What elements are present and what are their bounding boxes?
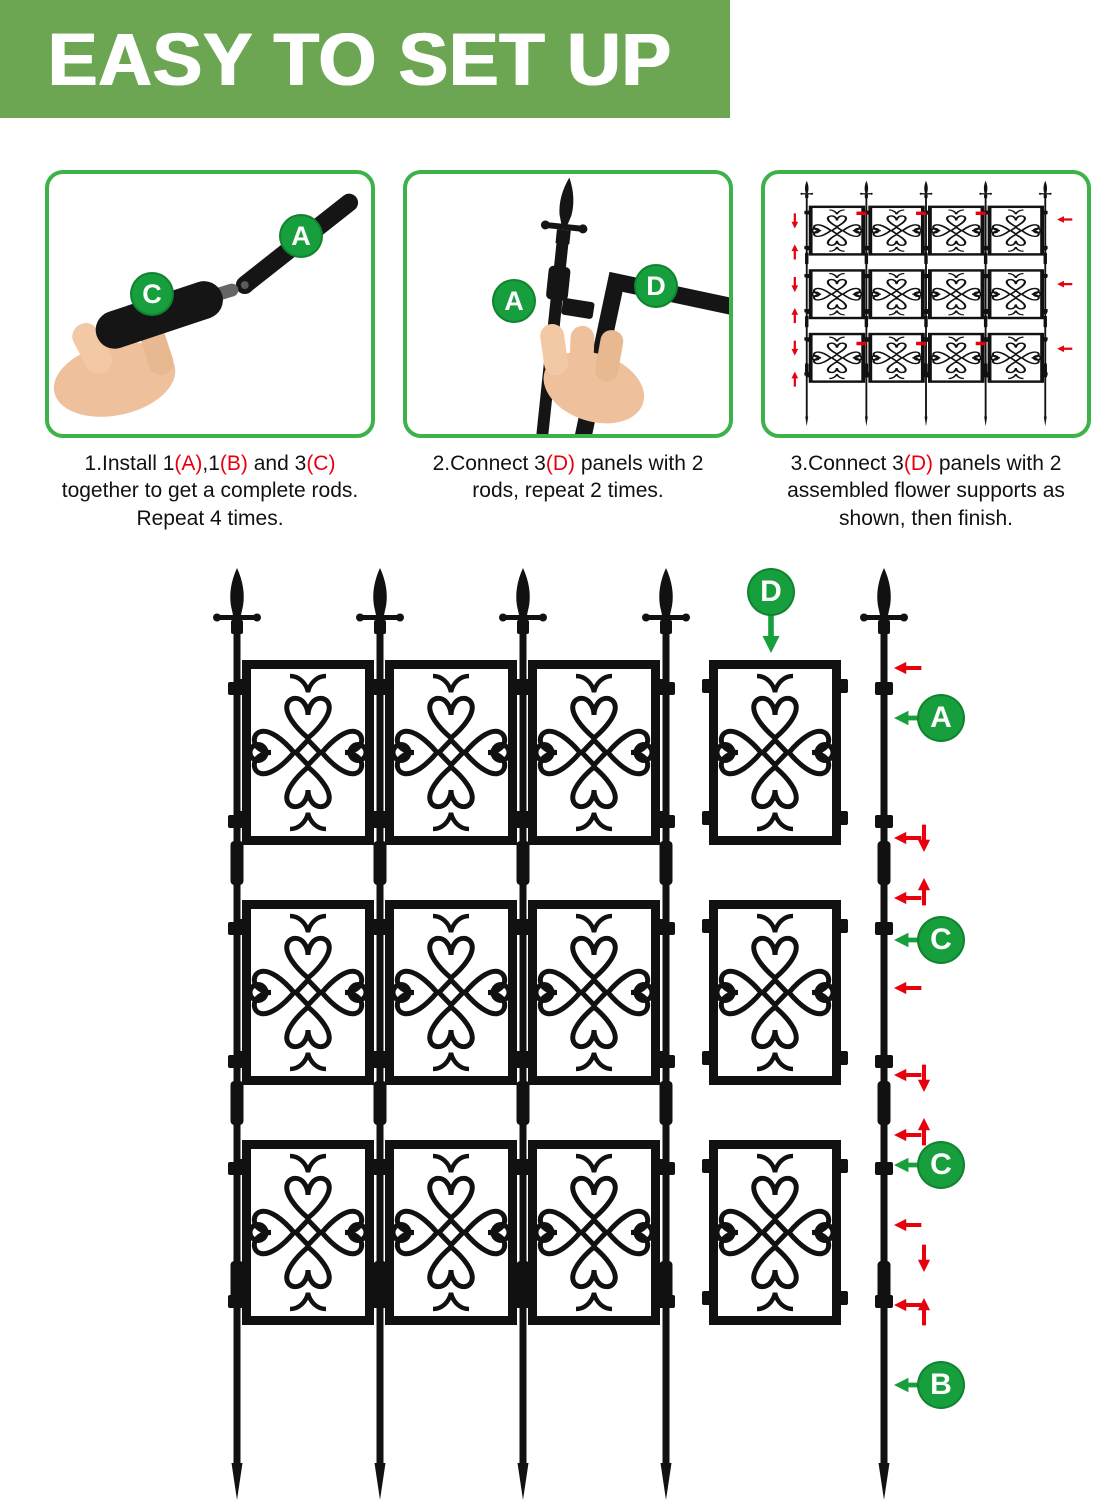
trellis-panel: [702, 905, 848, 1081]
rod: [860, 568, 908, 1500]
rod-illustration: [536, 177, 588, 434]
rod: [642, 568, 690, 1500]
connector-c-illustration: [95, 281, 239, 349]
step-caption: 3.Connect 3(D) panels with 2 assembled f…: [787, 452, 1065, 530]
arrow-up-icon: [917, 878, 931, 906]
trellis-panel: [235, 665, 381, 841]
arrow-down-icon: [917, 1064, 931, 1092]
label-a-badge: A: [279, 214, 323, 258]
arrow-left-icon: [894, 891, 922, 905]
trellis-panel: [702, 665, 848, 841]
trellis-panel: [521, 905, 667, 1081]
arrow-down-icon: [762, 615, 780, 653]
callout-b-badge: B: [917, 1361, 965, 1409]
trellis-panel: [378, 665, 524, 841]
arrow-left-icon: [894, 1068, 922, 1082]
label-d-badge: D: [634, 264, 678, 308]
attached-panels-group: [235, 665, 667, 1321]
trellis-panel: [235, 1145, 381, 1321]
mini-red-arrows-group: [791, 211, 1073, 387]
step-1-figure: A C: [45, 170, 375, 438]
step-caption: 1.Install 1(A),1(B) and 3(C) together to…: [61, 452, 359, 530]
trellis-panel: [378, 905, 524, 1081]
label-a-badge: A: [492, 279, 536, 323]
step-2-figure: A D: [403, 170, 733, 438]
arrow-down-icon: [917, 1244, 931, 1272]
red-arrows-group: [894, 661, 931, 1326]
hand-icon: [540, 324, 645, 424]
trellis-panel: [235, 905, 381, 1081]
callout-c-badge: C: [917, 916, 965, 964]
detached-panels-group: [702, 665, 848, 1321]
callout-a-badge: A: [917, 694, 965, 742]
step-1-illustration: [53, 193, 359, 417]
callout-c-badge: C: [917, 1141, 965, 1189]
step-3-figure: [761, 170, 1091, 438]
header-banner: EASY TO SET UP: [0, 0, 730, 118]
step-1: A C 1.Install 1(A),1(B) and 3(C) togethe…: [45, 170, 375, 532]
rods-group: [213, 568, 908, 1500]
arrow-up-icon: [917, 1298, 931, 1326]
arrow-up-icon: [917, 1118, 931, 1146]
assembly-diagram: D A C C B: [0, 565, 1093, 1500]
rod: [213, 568, 261, 1500]
trellis-panel: [521, 1145, 667, 1321]
step-caption: 2.Connect 3(D) panels with 2 rods, repea…: [432, 452, 704, 503]
clip-icon: [561, 298, 595, 319]
arrow-left-icon: [894, 831, 922, 845]
arrow-left-icon: [894, 1218, 922, 1232]
trellis-panel: [521, 665, 667, 841]
step-2-illustration: [536, 177, 729, 434]
arrow-left-icon: [894, 1298, 922, 1312]
arrow-left-icon: [894, 981, 922, 995]
page-title: EASY TO SET UP: [48, 17, 672, 101]
rod: [499, 568, 547, 1500]
label-c-badge: C: [130, 272, 174, 316]
step-2: A D 2.Connect 3(D) panels with 2 rods, r…: [403, 170, 733, 532]
green-arrows-group: [762, 615, 927, 1393]
steps-row: A C 1.Install 1(A),1(B) and 3(C) togethe…: [45, 170, 1091, 532]
step-3: 3.Connect 3(D) panels with 2 assembled f…: [761, 170, 1091, 532]
callout-d-badge: D: [747, 568, 795, 616]
rod: [356, 568, 404, 1500]
trellis-panel: [702, 1145, 848, 1321]
arrow-left-icon: [894, 1128, 922, 1142]
arrow-left-icon: [894, 661, 922, 675]
trellis-panel: [378, 1145, 524, 1321]
step-3-mini-diagram: [791, 180, 1073, 427]
